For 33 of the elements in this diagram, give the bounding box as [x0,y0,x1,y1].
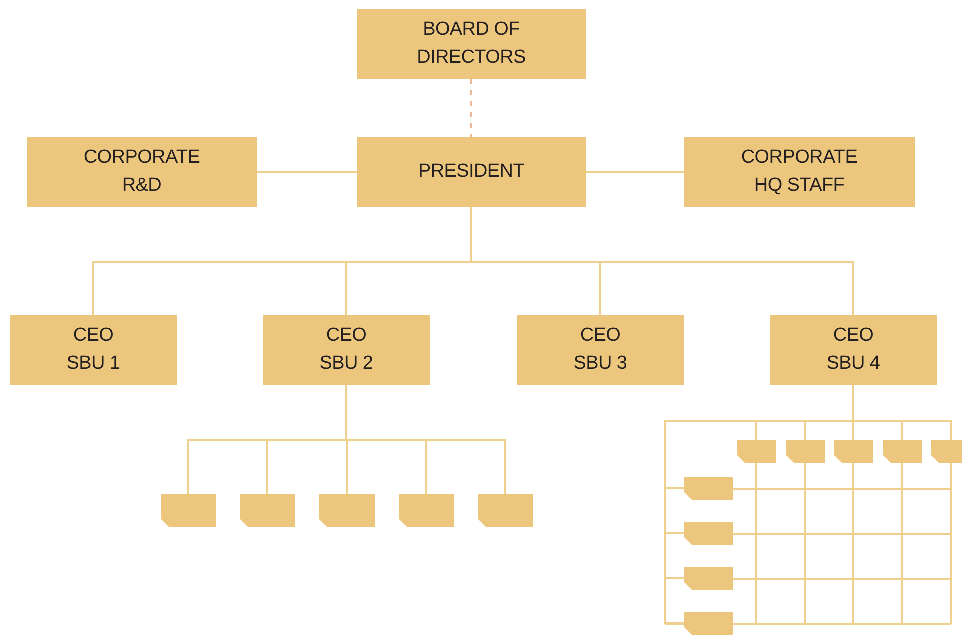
empty-box [684,477,733,500]
empty-box [786,440,825,463]
connector-line [586,171,684,173]
empty-box [883,440,922,463]
org-box [684,137,915,207]
empty-box [319,494,375,527]
empty-box [931,440,962,463]
box-label: CEO SBU 1 [66,324,122,376]
empty-box [684,612,733,635]
org-box [517,315,684,385]
empty-box [478,494,533,527]
box-label: PRESIDENT [417,160,526,184]
box-label: BOARD OF DIRECTORS [416,18,527,70]
connector-line [470,79,472,137]
box-label: CORPORATE HQ STAFF [740,146,859,198]
connector-line [257,171,357,173]
box-label: CEO SBU 4 [826,324,882,376]
org-box [10,315,177,385]
empty-box [399,494,454,527]
empty-box [161,494,216,527]
empty-box [240,494,295,527]
org-box [357,9,586,79]
org-box [357,137,586,207]
box-label: CORPORATE R&D [82,146,202,198]
empty-box [737,440,776,463]
empty-box [684,522,733,545]
box-label: CEO SBU 3 [572,324,628,376]
org-box [263,315,430,385]
empty-box [834,440,873,463]
org-box [27,137,257,207]
empty-box [684,567,733,590]
org-box [770,315,937,385]
box-label: CEO SBU 2 [318,324,374,376]
